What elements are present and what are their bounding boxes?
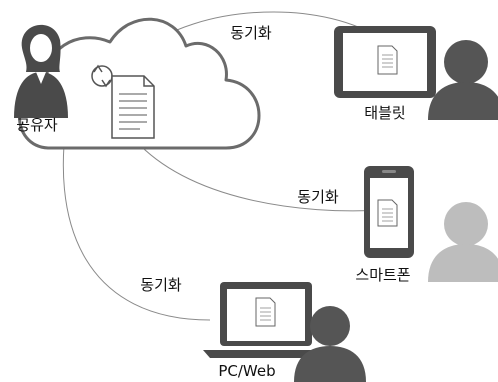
sync-label-smartphone: 동기화 [297, 188, 339, 206]
sharer-avatar [14, 24, 68, 118]
pc-web-label: PC/Web [218, 362, 275, 380]
sharer-label: 공유자 [16, 116, 58, 134]
smartphone-label: 스마트폰 [355, 266, 410, 284]
tablet-device [334, 26, 436, 98]
laptop-device [203, 282, 329, 358]
pc-user-avatar [294, 306, 366, 382]
tablet-user-avatar [428, 40, 498, 120]
sync-arrow-smartphone [134, 138, 384, 212]
tablet-label: 태블릿 [364, 104, 405, 122]
shared-document-icon [111, 75, 155, 139]
smartphone-device [364, 166, 414, 258]
sync-label-tablet: 동기화 [230, 24, 272, 42]
smartphone-user-avatar [428, 202, 498, 282]
sync-label-pc: 동기화 [140, 276, 182, 294]
